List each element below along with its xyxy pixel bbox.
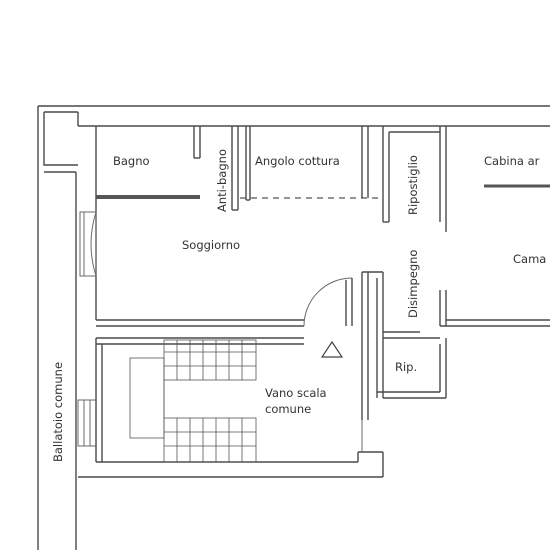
- camera-walls: [439, 184, 550, 327]
- label-vano-scala-1: Vano scala: [265, 386, 327, 400]
- label-vano-scala-2: comune: [265, 402, 311, 416]
- label-ripostiglio: Ripostiglio: [406, 155, 420, 215]
- kitchen-walls: [240, 126, 378, 201]
- label-ballatoio: Ballatoio comune: [51, 362, 65, 462]
- outer-walls: [37, 105, 550, 550]
- bathroom-walls: [96, 126, 239, 211]
- window-stair: [77, 399, 97, 447]
- label-angolo-cottura: Angolo cottura: [255, 154, 340, 168]
- ripostiglio-walls: [382, 126, 447, 232]
- upper-flight: [164, 340, 256, 380]
- lower-flight: [164, 418, 256, 462]
- living-walls: [96, 277, 353, 327]
- label-rip: Rip.: [395, 360, 417, 374]
- label-anti-bagno: Anti-bagno: [215, 149, 229, 212]
- stairwell: [95, 337, 363, 463]
- label-disimpegno: Disimpegno: [406, 250, 420, 318]
- corridor-walls: [361, 271, 447, 420]
- label-bagno: Bagno: [113, 154, 150, 168]
- label-camera: Cama: [513, 252, 546, 266]
- label-cabina: Cabina ar: [484, 154, 540, 168]
- label-soggiorno: Soggiorno: [182, 238, 240, 252]
- stair-direction-icon: [320, 340, 344, 358]
- window-soggiorno: [79, 211, 97, 277]
